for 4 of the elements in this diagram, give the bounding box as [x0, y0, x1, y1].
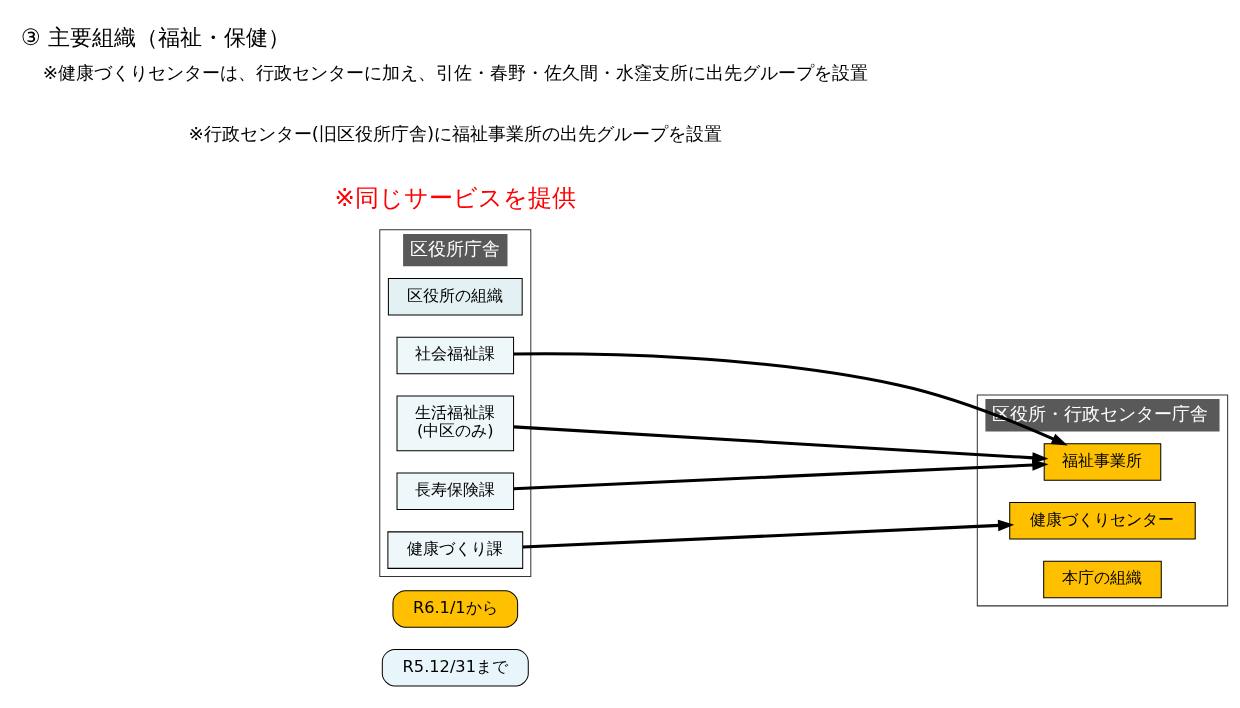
label: ※行政センター(旧区役所庁舎)に福祉事業所の出先グループを設置	[188, 122, 723, 144]
label: ※健康づくりセンターは、行政センターに加え、引佐・春野・佐久間・水窪支所に出先グループを設置	[42, 61, 868, 83]
label: ※同じサービスを提供	[334, 182, 576, 212]
diagram-title: ③ 主要組織（福祉・保健）	[20, 23, 290, 50]
